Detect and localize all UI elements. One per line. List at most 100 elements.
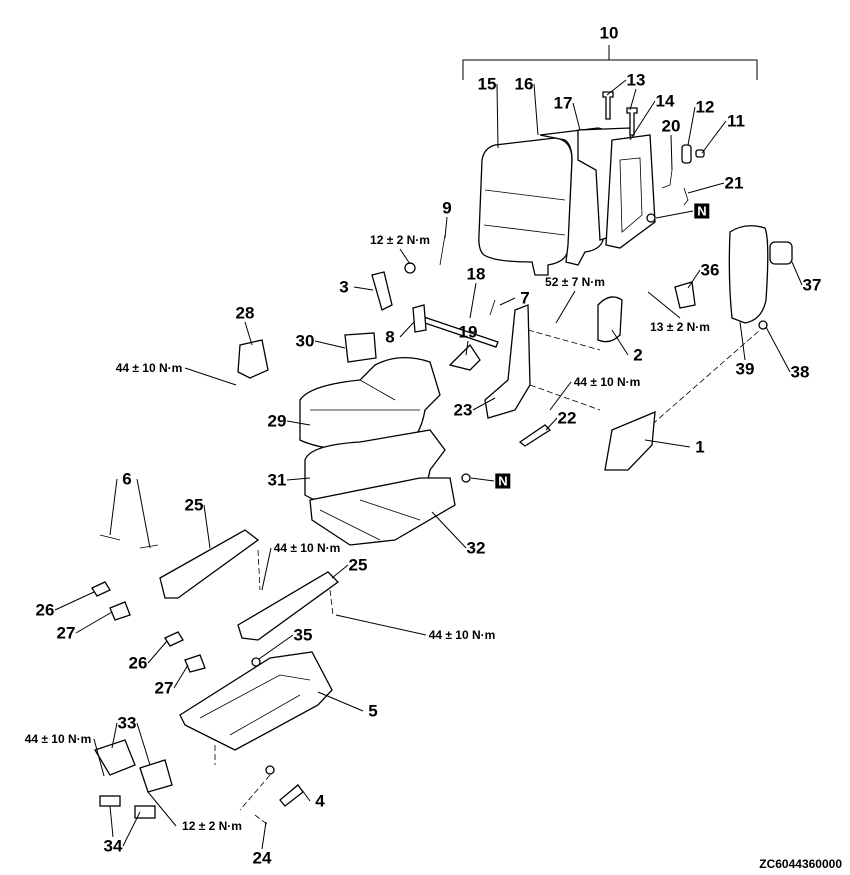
callout-32-label: 32: [466, 538, 486, 558]
callout-30-label: 30: [295, 331, 315, 351]
callout-31-label: 31: [267, 470, 287, 490]
recliner-cover-2: [597, 296, 623, 343]
leader-line: [173, 664, 189, 689]
leader-line: [122, 811, 141, 847]
callout-52-7-N-m-label: 52 ± 7 N·m: [545, 275, 605, 289]
leader-line: [244, 321, 253, 346]
side-cover-39: [728, 225, 769, 324]
leader-line: [335, 614, 427, 636]
cover-33-left: [94, 739, 136, 776]
clip-26: [91, 581, 111, 597]
nut-12nm: [404, 262, 416, 274]
lever-22: [518, 424, 552, 447]
leader-line: [147, 791, 177, 827]
leader-line: [670, 134, 673, 171]
callout-26-label: 26: [128, 653, 148, 673]
callout-6-label: 6: [122, 469, 132, 489]
callout-N-label: N: [495, 473, 511, 489]
seat-base-5: [179, 651, 333, 751]
callout-21-label: 21: [724, 173, 744, 193]
leader-line: [572, 102, 581, 131]
leader-line: [470, 477, 495, 482]
leader-line: [261, 547, 272, 591]
harness-6: [99, 534, 159, 549]
callout-7-label: 7: [520, 288, 530, 308]
plug-35: [251, 657, 261, 667]
callout-13-label: 13: [626, 70, 646, 90]
bracket-34-left: [99, 795, 121, 807]
callout-11-label: 11: [727, 111, 745, 131]
clip-38: [758, 320, 768, 330]
callout-23-label: 23: [453, 400, 473, 420]
leader-line: [54, 591, 95, 611]
leader-line: [431, 511, 467, 549]
leader-line: [644, 439, 691, 448]
leader-line: [353, 286, 374, 291]
stopper-4: [279, 784, 304, 807]
leader-line: [136, 722, 151, 766]
ring-N1: [646, 213, 656, 223]
assembly-bracket-10: [462, 45, 758, 80]
ring-N2: [461, 473, 471, 483]
callout-10-label: 10: [599, 23, 619, 43]
seatback-cover-15: [478, 137, 573, 276]
callout-18-label: 18: [466, 264, 486, 284]
leader-line: [203, 504, 211, 549]
callout-26-label: 26: [35, 600, 55, 620]
callout-44-10-N-m-label: 44 ± 10 N·m: [115, 361, 183, 375]
callout-44-10-N-m-label: 44 ± 10 N·m: [573, 375, 641, 389]
bolt-13: [602, 91, 614, 120]
callout-3-label: 3: [339, 277, 349, 297]
seat-rail-25-left: [159, 529, 260, 599]
bracket-36: [674, 281, 696, 309]
leader-line: [258, 634, 294, 660]
callout-5-label: 5: [368, 701, 378, 721]
leader-line: [549, 381, 572, 411]
leader-line: [629, 88, 637, 111]
callout-9-label: 9: [442, 198, 452, 218]
leader-line: [791, 261, 803, 286]
callout-16-label: 16: [514, 74, 534, 94]
leader-line: [184, 367, 237, 386]
leader-line: [111, 722, 118, 749]
rod-18: [415, 314, 499, 348]
leader-line: [739, 321, 746, 361]
callout-N-label: N: [694, 203, 710, 219]
headrest-pad-37: [769, 241, 793, 265]
recliner-23: [484, 304, 531, 419]
leader-line: [655, 210, 694, 219]
callout-44-10-N-m-label: 44 ± 10 N·m: [24, 732, 92, 746]
callout-36-label: 36: [700, 260, 720, 280]
callout-13-2-N-m-label: 13 ± 2 N·m: [650, 320, 710, 334]
seat-pad-30: [344, 332, 377, 363]
leader-line: [331, 564, 349, 579]
leader-line: [629, 100, 656, 141]
figure-code: ZC6044360000: [759, 857, 842, 871]
callout-44-10-N-m-label: 44 ± 10 N·m: [428, 628, 496, 642]
leader-line: [261, 821, 267, 850]
leader-line: [109, 478, 118, 536]
callout-44-10-N-m-label: 44 ± 10 N·m: [273, 541, 341, 555]
leader-line: [533, 83, 539, 136]
seatback-panel-14: [605, 134, 656, 249]
clip-26b: [164, 631, 184, 647]
callout-4-label: 4: [315, 791, 325, 811]
leader-line: [75, 611, 113, 634]
leader-line: [687, 106, 696, 146]
seat-rail-25-right: [237, 571, 339, 641]
leader-line: [147, 640, 168, 664]
callout-12-label: 12: [695, 97, 715, 117]
callout-1-label: 1: [695, 437, 705, 457]
cable-20: [661, 169, 673, 189]
leader-line: [469, 282, 477, 319]
cover-1: [604, 410, 656, 471]
leader-line: [109, 805, 114, 838]
leader-line: [701, 120, 727, 154]
leader-line: [687, 269, 701, 289]
callout-12-2-N-m-label: 12 ± 2 N·m: [182, 819, 242, 833]
callout-15-label: 15: [477, 74, 497, 94]
leader-line: [687, 182, 725, 194]
leader-line: [472, 397, 496, 411]
callout-19-label: 19: [458, 322, 478, 342]
